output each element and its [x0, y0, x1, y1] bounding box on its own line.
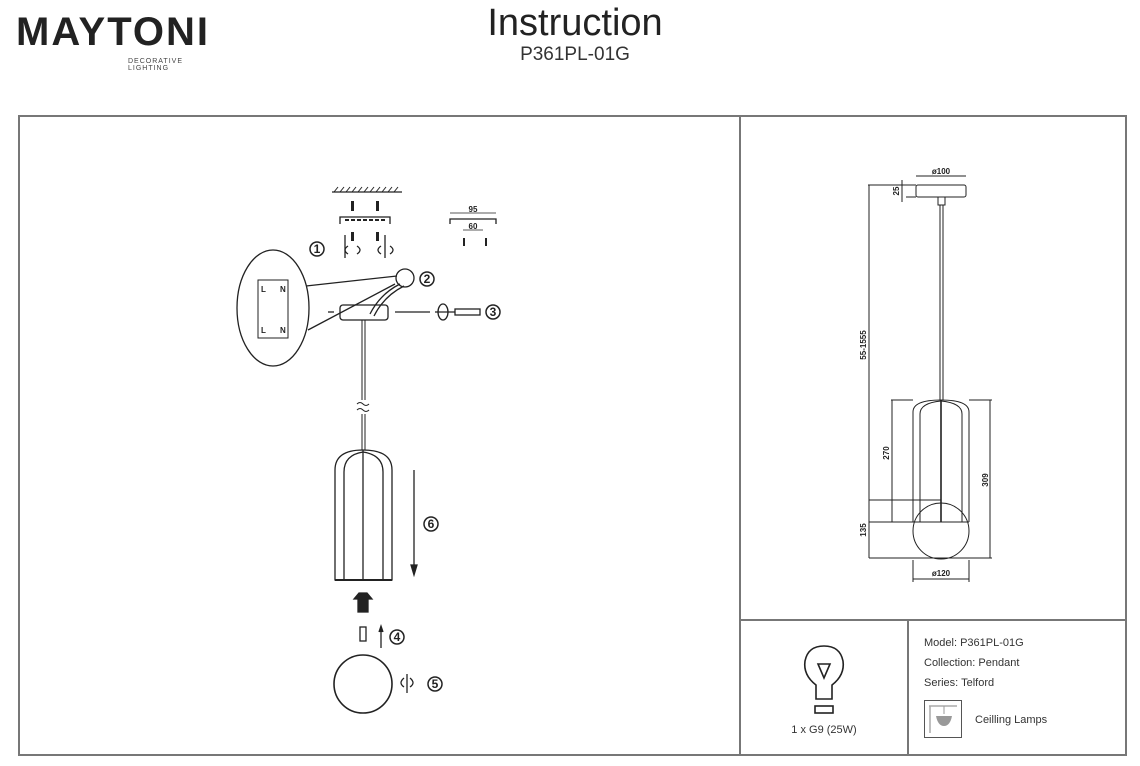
ceiling-hatch [333, 186, 399, 193]
step-1: 1 [314, 242, 321, 256]
brand-tagline: DECORATIVE LIGHTING [128, 58, 183, 72]
wire-label-l: L [261, 285, 266, 294]
rotate-icon [400, 677, 414, 688]
step-6-badge [423, 516, 439, 532]
canopy [915, 184, 967, 198]
terminal-block [257, 279, 289, 339]
divider [739, 619, 1127, 621]
socket [357, 597, 369, 613]
bracket-detail [449, 218, 497, 224]
page-title: Instruction [487, 2, 663, 44]
step-6: 6 [428, 517, 435, 531]
screwdriver-icon [454, 308, 481, 316]
collection-info: Collection: Pendant [924, 657, 1020, 669]
wiring-labels: L N L N 95 60 [261, 205, 478, 335]
divider [739, 115, 741, 756]
light-bulb-icon [803, 645, 845, 714]
category-label: Ceilling Lamps [975, 714, 1048, 726]
step-3: 3 [490, 305, 497, 319]
model-info: Model: P361PL-01G [924, 637, 1024, 649]
glass-globe [333, 654, 393, 714]
globe-diameter: ø120 [932, 569, 951, 578]
model-code: P361PL-01G [520, 44, 630, 65]
bracket-dim-95: 95 [469, 205, 478, 214]
wiring-detail-magnifier [236, 249, 310, 367]
step-5: 5 [432, 677, 439, 691]
connector [395, 268, 415, 288]
wire-label-n: N [280, 285, 286, 294]
globe-height: 135 [859, 523, 868, 537]
drawing-frame [18, 115, 1127, 756]
bulb-spec: 1 x G9 (25W) [791, 724, 857, 736]
canopy-height: 25 [892, 186, 901, 195]
rotate-icon [377, 245, 394, 255]
mounting-bracket [339, 216, 391, 224]
canopy [339, 304, 389, 321]
screw-icon [351, 201, 379, 241]
category-icon-frame [924, 700, 962, 738]
total-lamp-height: 309 [981, 473, 990, 487]
step-4: 4 [394, 630, 401, 644]
rotate-icon [344, 245, 361, 255]
divider [907, 619, 909, 756]
glass-globe [912, 502, 970, 560]
step-numbers: 1 2 3 4 5 6 [309, 241, 501, 692]
canopy-diameter: ø100 [932, 167, 951, 176]
dimension-labels: ø100 25 55-1555 270 309 135 ø120 [859, 167, 990, 578]
brand-name: MAYTONI [16, 10, 211, 54]
step-2: 2 [424, 272, 431, 286]
wire-label-n: N [280, 326, 286, 335]
assembly-diagram [236, 186, 497, 714]
step-3-badge [485, 304, 501, 320]
dimension-drawing [868, 175, 992, 582]
g9-bulb [359, 626, 367, 642]
step-4-badge [389, 629, 405, 645]
wire-label-l: L [261, 326, 266, 335]
step-1-badge [309, 241, 325, 257]
overall-height: 55-1555 [859, 330, 868, 360]
bracket-dim-60: 60 [469, 222, 478, 231]
series-info: Series: Telford [924, 677, 995, 689]
step-5-badge [427, 676, 443, 692]
step-2-badge [419, 271, 435, 287]
shade-height: 270 [882, 446, 891, 460]
maytoni-logo: MAYTONI DECORATIVE LIGHTING [16, 8, 226, 72]
ceiling-lamp-icon [929, 705, 957, 733]
